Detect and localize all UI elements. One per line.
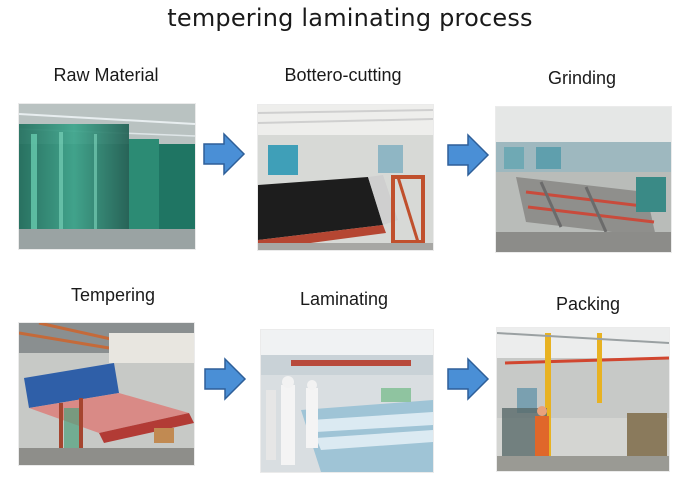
step-label-laminating: Laminating [299, 289, 389, 309]
arrow-right-icon [204, 357, 247, 401]
photo-tempering [19, 323, 194, 465]
step-label-raw-material: Raw Material [53, 65, 159, 85]
photo-laminating [261, 330, 433, 472]
photo-bottero-cutting [258, 105, 433, 250]
step-label-tempering: Tempering [70, 285, 156, 305]
arrow-right-icon [447, 133, 490, 177]
photo-packing [497, 328, 669, 471]
step-label-packing: Packing [555, 294, 621, 314]
step-label-bottero-cutting: Bottero-cutting [284, 65, 402, 85]
photo-grinding [496, 107, 671, 252]
photo-raw-material [19, 104, 195, 249]
step-label-grinding: Grinding [547, 68, 617, 88]
arrow-right-icon [203, 132, 246, 176]
arrow-right-icon [447, 357, 490, 401]
diagram-title: tempering laminating process [167, 4, 533, 32]
